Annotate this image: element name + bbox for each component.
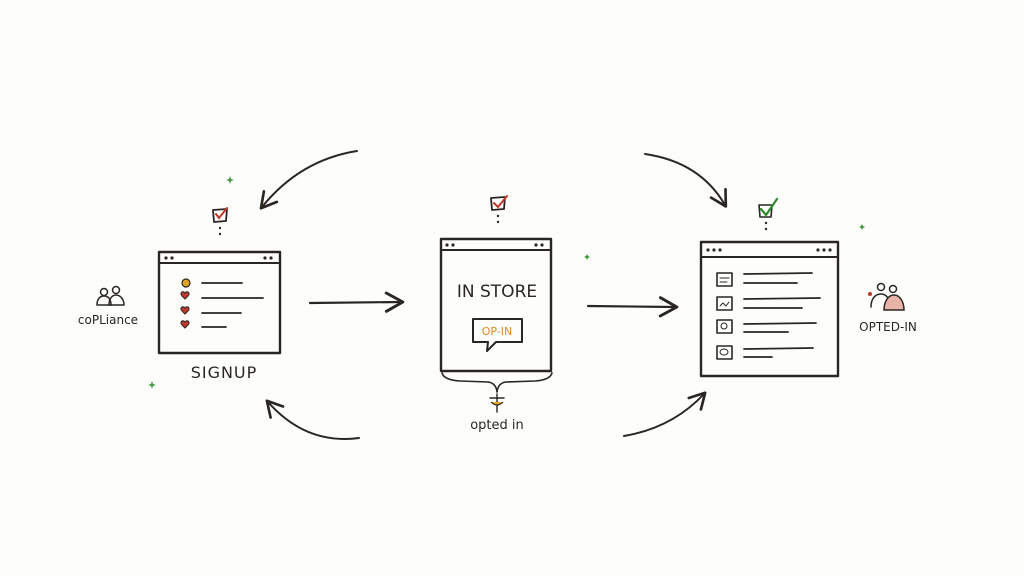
- checkbox-red-icon: [212, 207, 228, 236]
- dot-icon: [181, 278, 191, 288]
- people-icon: [96, 285, 125, 306]
- arrow-signup-to-store: [308, 291, 405, 313]
- opted-in-bottom-label: opted in: [470, 418, 524, 433]
- opted-in-window: [699, 240, 840, 378]
- people-icon: [868, 282, 905, 311]
- arrow-curve-top-right: [644, 153, 728, 208]
- image-icon: [716, 319, 733, 334]
- heart-icon: [180, 291, 190, 300]
- sparkle-decorations: [148, 176, 865, 389]
- person-flag-icon: [489, 393, 505, 413]
- opt-in-badge-label: OP-IN: [482, 325, 513, 338]
- doc-icon: [716, 272, 733, 287]
- compliance-label: coPLiance: [78, 313, 138, 327]
- signup-label: SIGNUP: [191, 363, 258, 382]
- checkmark-green-icon: [758, 197, 779, 231]
- image-icon: [716, 296, 733, 311]
- opt-in-speech-bubble: [472, 318, 523, 352]
- in-store-label: IN STORE: [457, 282, 537, 302]
- signup-window: [157, 250, 282, 355]
- heart-icon: [180, 306, 190, 315]
- heart-icon: [180, 320, 190, 329]
- in-store-window: [439, 237, 553, 393]
- arrow-curve-bottom-left: [265, 399, 360, 440]
- opted-in-right-label: OPTED-IN: [859, 320, 917, 334]
- arrow-store-to-optedin: [586, 296, 679, 318]
- image-icon: [716, 345, 733, 360]
- arrow-curve-bottom-right: [623, 391, 707, 437]
- arrow-curve-top-left: [259, 150, 358, 210]
- checkbox-red-icon: [490, 195, 508, 224]
